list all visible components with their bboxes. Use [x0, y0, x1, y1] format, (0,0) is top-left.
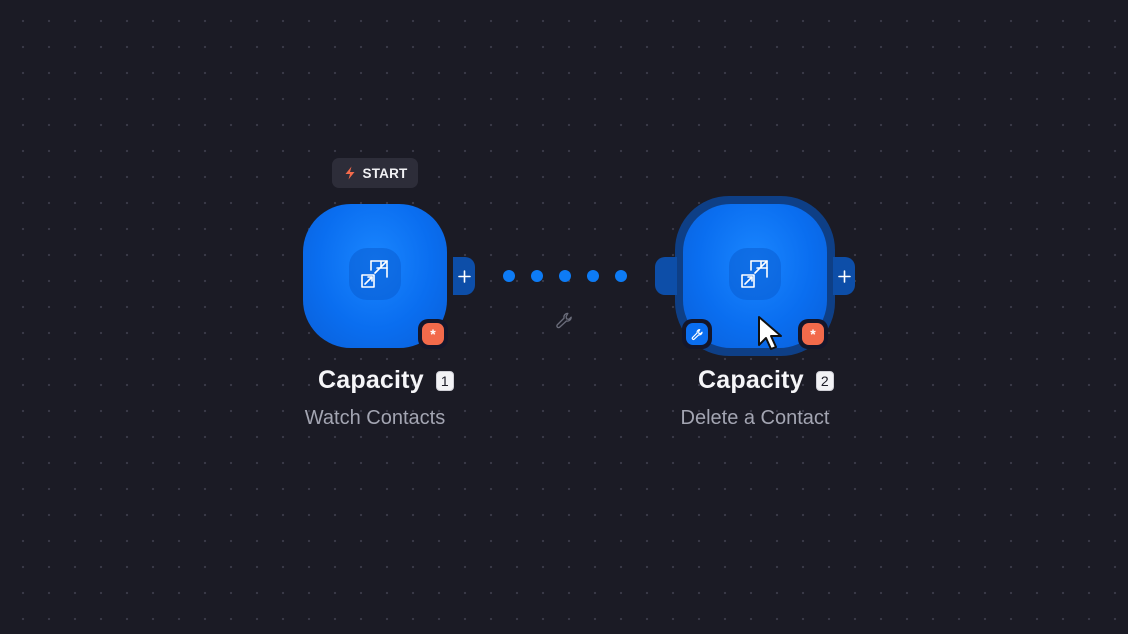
add-module-button[interactable] [453, 257, 475, 295]
module-number-badge: 1 [435, 370, 454, 391]
connector-dot[interactable] [531, 270, 543, 282]
connector-dot[interactable] [587, 270, 599, 282]
module-name: Capacity [318, 366, 424, 394]
connector-dot[interactable] [559, 270, 571, 282]
module-node-2[interactable]: * [655, 196, 855, 356]
module-action-label: Delete a Contact [680, 407, 830, 429]
lightning-bolt-icon [345, 166, 354, 180]
connector-dot[interactable] [615, 270, 627, 282]
module-title-2: Capacity 2 [698, 366, 834, 395]
external-link-icon [741, 260, 768, 288]
connector-dot[interactable] [503, 270, 515, 282]
wrench-icon [691, 328, 703, 340]
pointer-arrow-icon [758, 316, 782, 350]
module-number-badge: 2 [815, 370, 834, 391]
plus-icon [837, 269, 851, 283]
error-handler-label: * [422, 323, 444, 345]
app-icon-container [729, 248, 781, 300]
tool-badge[interactable] [682, 319, 712, 349]
input-port[interactable] [655, 257, 677, 295]
add-module-button[interactable] [833, 257, 855, 295]
error-handler-label: * [802, 323, 824, 345]
module-node-1[interactable]: * [303, 204, 475, 349]
start-badge: START [332, 158, 418, 188]
start-label: START [362, 165, 408, 181]
module-name: Capacity [698, 366, 804, 394]
plus-icon [457, 269, 471, 283]
error-handler-badge[interactable]: * [798, 319, 828, 349]
tool-badge-inner [686, 323, 708, 345]
external-link-icon [361, 260, 388, 288]
module-title-1: Capacity 1 [318, 366, 454, 395]
error-handler-badge[interactable]: * [418, 319, 448, 349]
wrench-icon[interactable] [555, 311, 574, 330]
module-action-label: Watch Contacts [304, 407, 446, 429]
app-icon-container [349, 248, 401, 300]
